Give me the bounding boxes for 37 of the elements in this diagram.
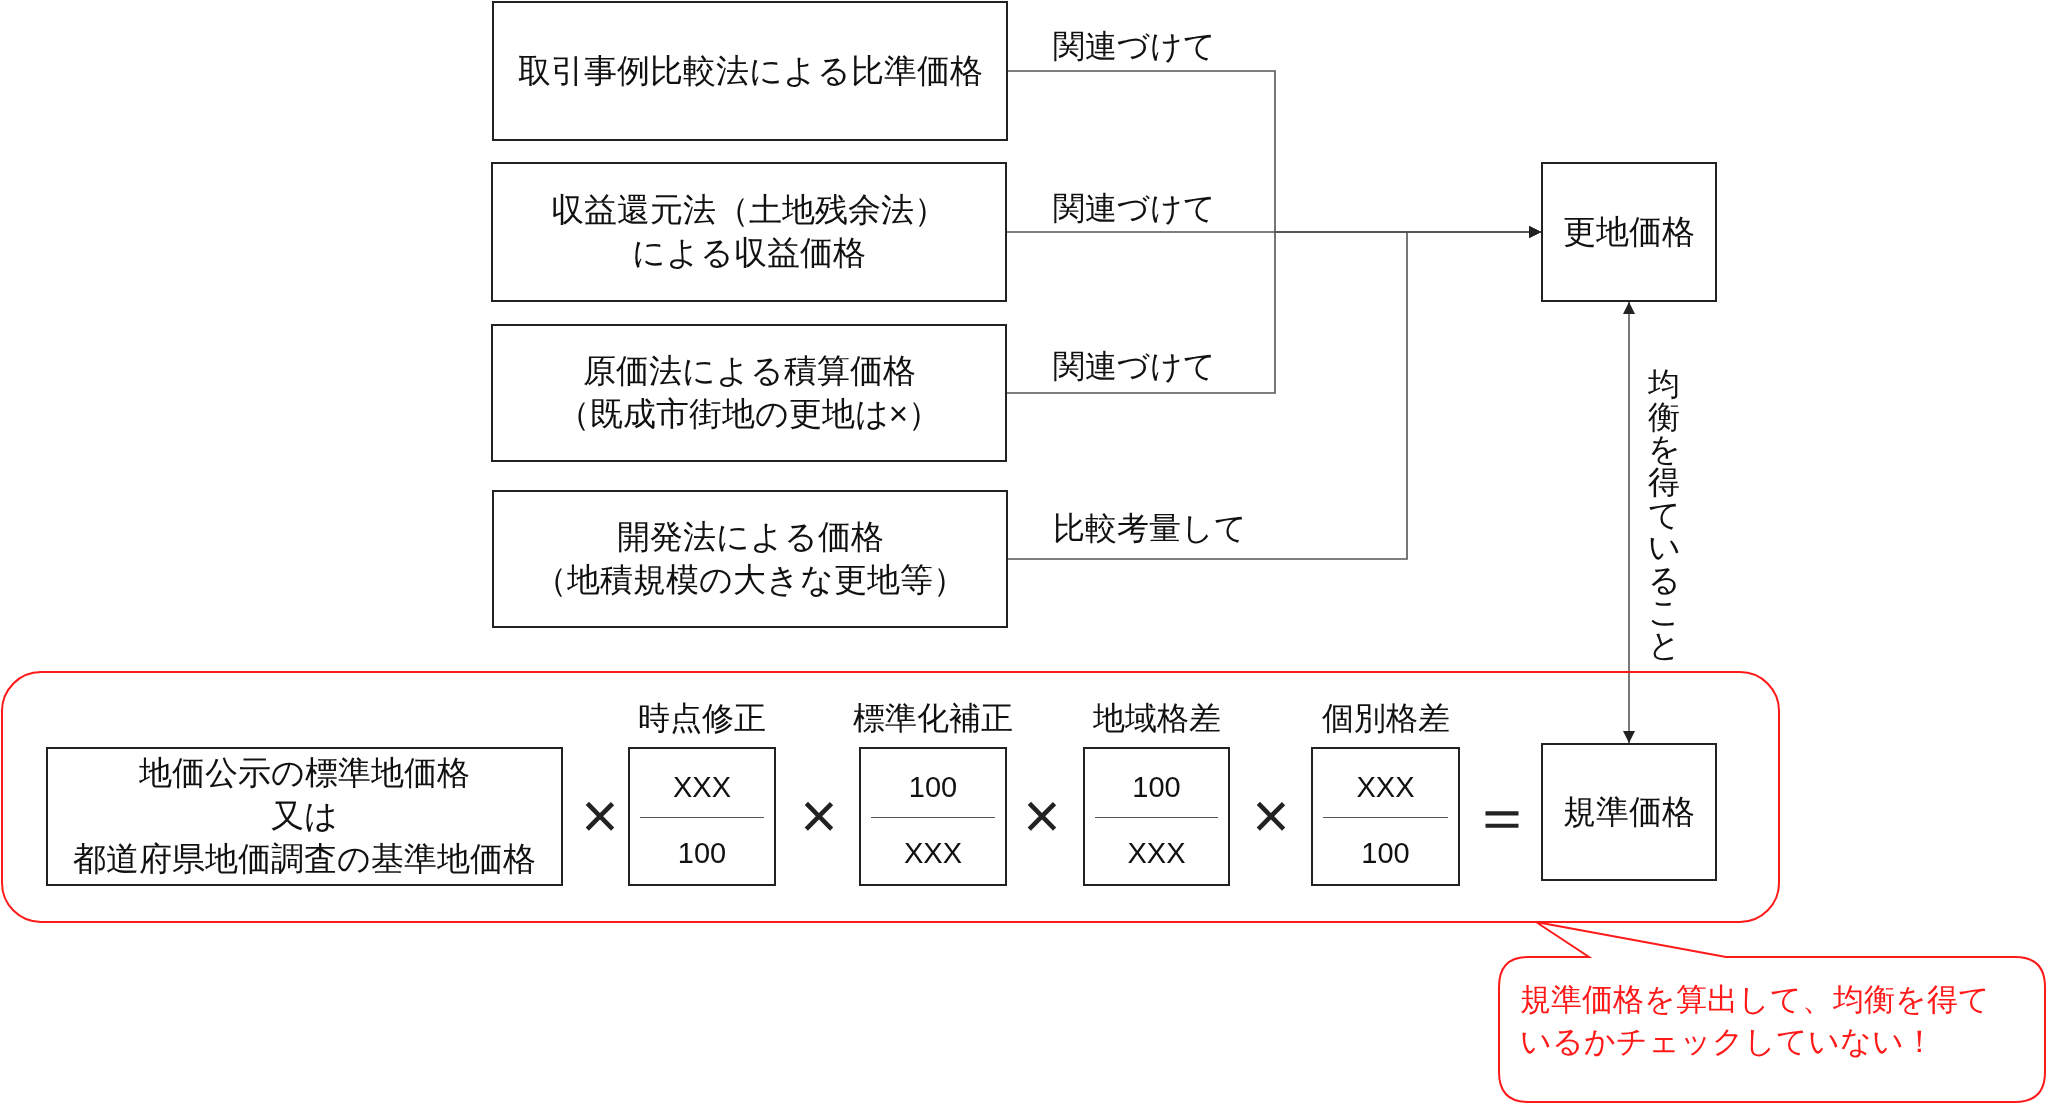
box-label: 更地価格	[1563, 211, 1695, 252]
numerator: XXX	[1355, 771, 1416, 804]
arrow	[1623, 301, 1635, 744]
box-label: 原価法による積算価格（既成市街地の更地は×）	[556, 351, 942, 434]
heading: 標準化補正	[852, 699, 1014, 738]
box-label: 地価公示の標準地価格又は都道府県地価調査の基準地価格	[73, 753, 536, 879]
numerator: 100	[907, 771, 959, 804]
denominator: XXX	[1126, 837, 1187, 870]
box-label: 取引事例比較法による比準価格	[517, 50, 983, 91]
box-label: 収益還元法（土地残余法）による収益価格	[551, 190, 947, 273]
arrow	[1007, 226, 1542, 560]
operator-sign: ×	[1252, 784, 1290, 848]
operator-sign: ×	[581, 784, 619, 848]
numerator: 100	[1131, 771, 1182, 804]
operator-sign: ＝	[1470, 784, 1534, 848]
heading: 時点修正	[637, 699, 767, 738]
denominator: 100	[1360, 837, 1411, 870]
process-box	[46, 747, 563, 886]
process-box	[492, 1, 1008, 141]
denominator: 100	[676, 837, 728, 870]
group-frame	[1, 671, 1780, 923]
callout-bubble	[1498, 921, 2046, 1103]
heading: 地域格差	[1091, 699, 1222, 738]
box-label: 開発法による価格（地積規模の大きな更地等）	[534, 517, 966, 600]
process-box	[491, 324, 1007, 462]
heading: 個別格差	[1320, 699, 1451, 738]
operator-sign: ×	[800, 784, 838, 848]
process-box	[1541, 162, 1717, 302]
numerator: XXX	[672, 771, 732, 804]
edge-label: 均衡を得ていること	[1647, 368, 1681, 662]
operator-sign: ×	[1023, 784, 1061, 848]
process-box	[491, 162, 1007, 302]
process-box	[1541, 743, 1717, 881]
box-label: 規準価格	[1563, 791, 1695, 832]
process-box	[492, 490, 1008, 628]
denominator: XXX	[903, 837, 963, 870]
callout-text: 規準価格を算出して、均衡を得ているかチェックしていない！	[1520, 981, 1990, 1061]
